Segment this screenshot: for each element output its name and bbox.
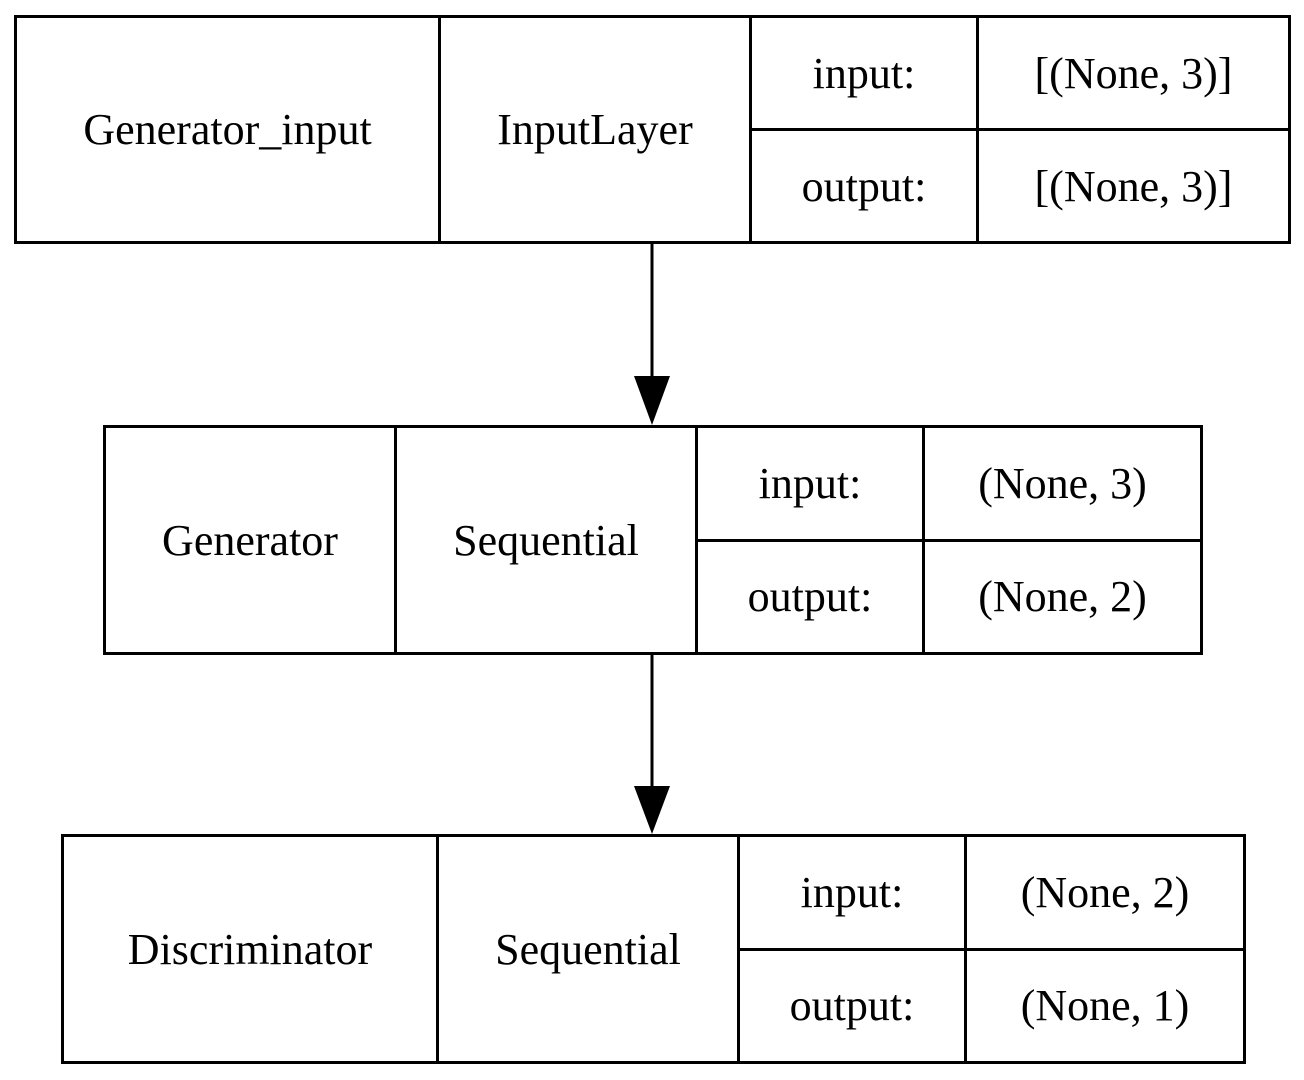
arrowhead-icon [634,786,670,834]
input-label: input: [800,867,904,917]
layer-type: Sequential [436,837,737,1061]
io-values: [(None, 3)] [(None, 3)] [976,18,1288,241]
layer-type: InputLayer [438,18,749,241]
output-shape: (None, 2) [925,538,1200,653]
layer-type: Sequential [394,428,695,652]
layer-node-generator: Generator Sequential input: output: (Non… [103,425,1203,655]
output-label: output: [752,128,976,241]
output-label: output: [698,538,922,653]
edge-generator-input-to-generator [634,244,670,425]
arrowhead-icon [634,376,670,425]
layer-name: Generator_input [83,105,372,154]
output-shape: [(None, 3)] [979,128,1288,241]
input-shape: [(None, 3)] [1034,48,1233,98]
io-labels: input: output: [737,837,964,1061]
layer-node-generator-input: Generator_input InputLayer input: output… [14,15,1291,244]
input-label: input: [812,48,916,98]
output-label: output: [740,947,964,1062]
layer-name: Generator [162,515,338,565]
input-label: input: [758,458,862,508]
io-labels: input: output: [695,428,922,652]
input-shape: (None, 2) [1020,867,1190,917]
input-shape: (None, 3) [978,458,1147,508]
edge-generator-to-discriminator [634,655,670,834]
output-shape: (None, 1) [967,947,1243,1062]
io-values: (None, 3) (None, 2) [922,428,1200,652]
layer-node-discriminator: Discriminator Sequential input: output: … [61,834,1246,1064]
io-labels: input: output: [749,18,976,241]
io-values: (None, 2) (None, 1) [964,837,1243,1061]
layer-name: Discriminator [127,924,373,974]
